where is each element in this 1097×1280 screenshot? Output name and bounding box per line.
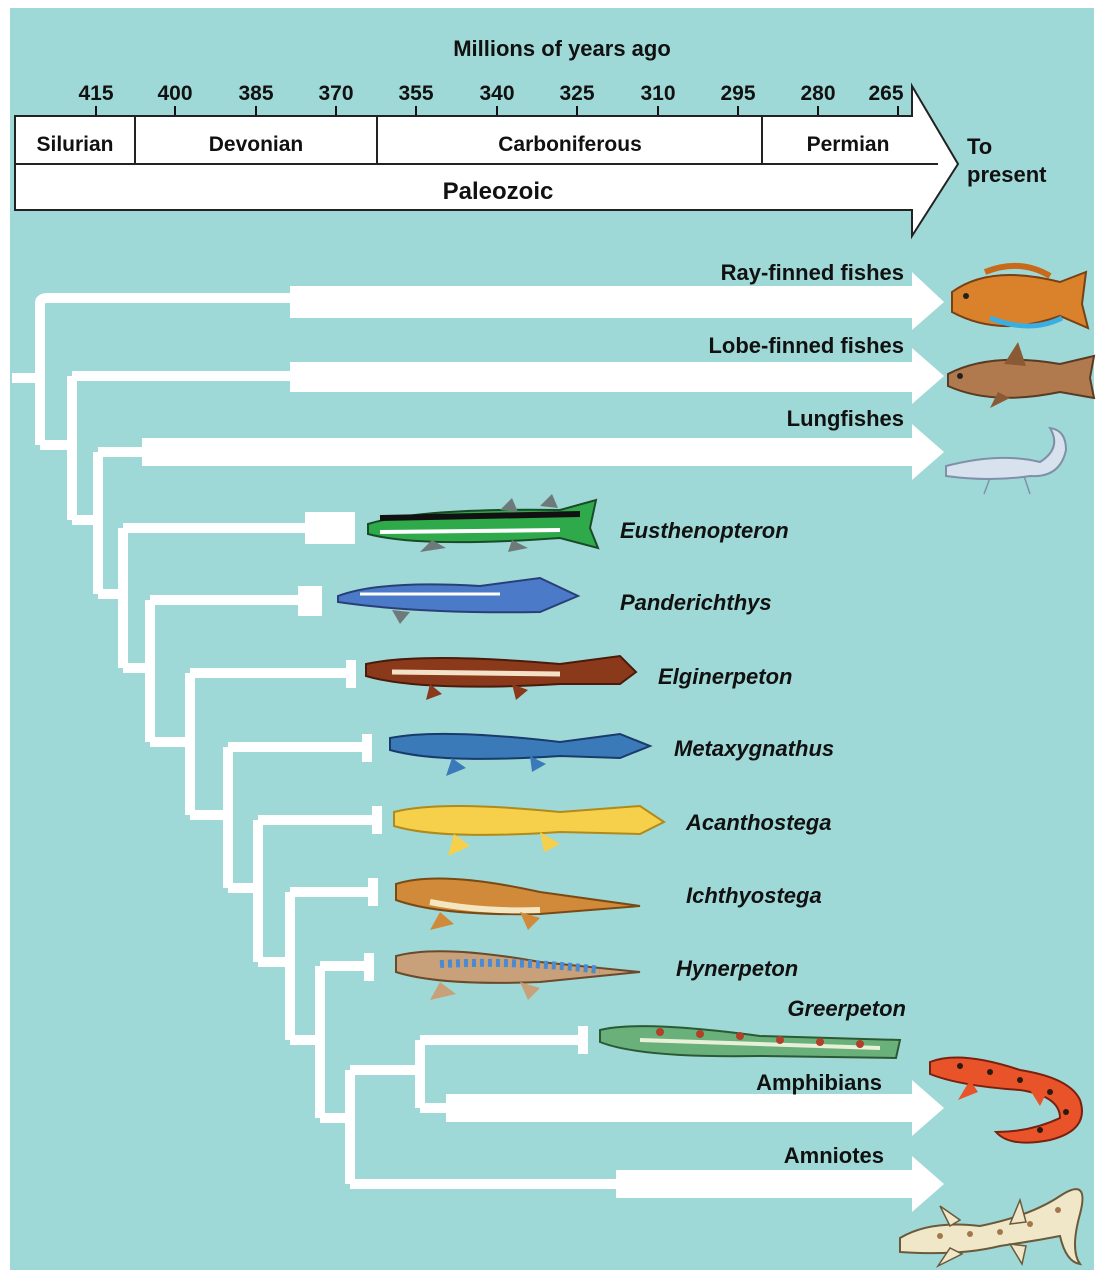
tick-label: 400 xyxy=(157,82,192,105)
tick-label: 265 xyxy=(868,82,903,105)
to-present-label-2: present xyxy=(967,162,1047,187)
tick-label: 340 xyxy=(479,82,514,105)
label-metaxygnathus: Metaxygnathus xyxy=(674,736,834,761)
label-elginerpeton: Elginerpeton xyxy=(658,664,792,689)
label-amphibians: Amphibians xyxy=(756,1070,882,1095)
label-greerpeton: Greerpeton xyxy=(787,996,906,1021)
tick-label: 355 xyxy=(398,82,433,105)
label-ray-finned: Ray-finned fishes xyxy=(721,260,904,285)
label-acanthostega: Acanthostega xyxy=(685,810,831,835)
period-silurian: Silurian xyxy=(36,133,113,156)
label-eusthenopteron: Eusthenopteron xyxy=(620,518,789,543)
label-hynerpeton: Hynerpeton xyxy=(676,956,798,981)
tick-label: 295 xyxy=(720,82,755,105)
period-permian: Permian xyxy=(807,133,890,156)
tick-label: 280 xyxy=(800,82,835,105)
tick-label: 385 xyxy=(238,82,273,105)
label-amniotes: Amniotes xyxy=(784,1143,884,1168)
label-lungfishes: Lungfishes xyxy=(787,406,904,431)
label-panderichthys: Panderichthys xyxy=(620,590,772,615)
era-label: Paleozoic xyxy=(443,178,554,205)
tick-label: 415 xyxy=(78,82,113,105)
tick-label: 370 xyxy=(318,82,353,105)
period-devonian: Devonian xyxy=(209,133,304,156)
label-ichthyostega: Ichthyostega xyxy=(686,883,822,908)
axis-title: Millions of years ago xyxy=(453,36,671,61)
period-carboniferous: Carboniferous xyxy=(498,133,642,156)
tick-label: 310 xyxy=(640,82,675,105)
tick-label: 325 xyxy=(559,82,594,105)
to-present-label: To xyxy=(967,134,992,159)
label-lobe-finned: Lobe-finned fishes xyxy=(708,333,904,358)
